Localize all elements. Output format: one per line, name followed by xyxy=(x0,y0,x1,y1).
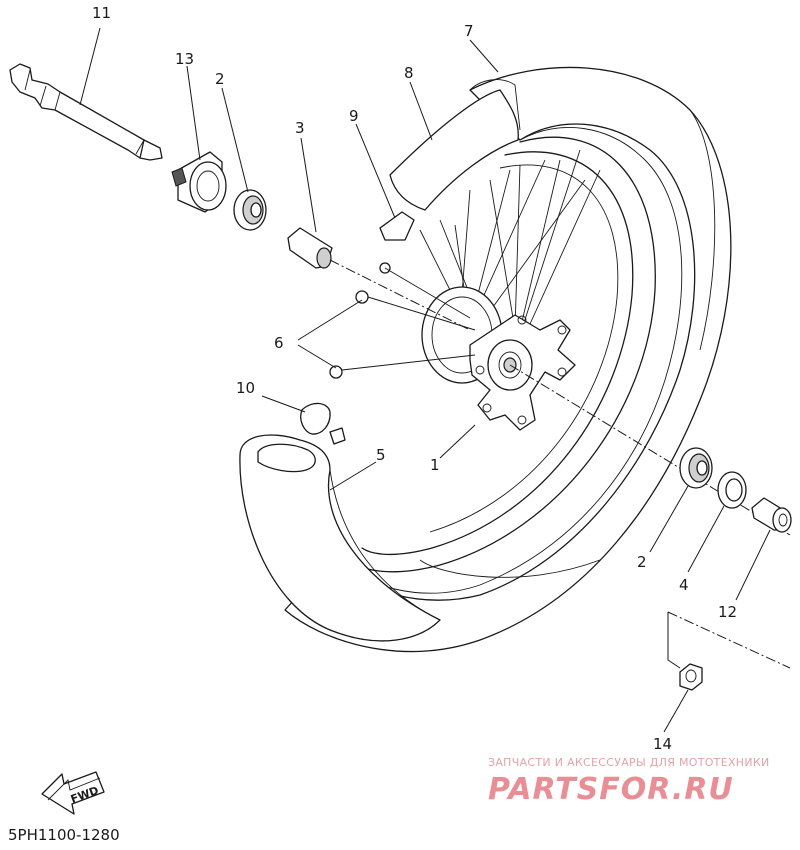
bearing-right xyxy=(679,447,713,489)
callout-11: 11 xyxy=(92,4,111,22)
drawing-code: 5PH1100-1280 xyxy=(8,826,120,844)
callout-6: 6 xyxy=(274,334,284,352)
seal xyxy=(717,471,747,509)
callout-2: 2 xyxy=(215,70,225,88)
leader-lines xyxy=(79,27,771,733)
collar-right xyxy=(751,497,792,533)
callout-1: 1 xyxy=(430,456,440,474)
axle xyxy=(9,63,163,161)
callout-14: 14 xyxy=(653,735,672,753)
callout-4: 4 xyxy=(679,576,689,594)
valve-cap xyxy=(300,402,346,445)
fwd-arrow-icon: FWD xyxy=(41,771,105,815)
collar xyxy=(171,151,227,213)
tube xyxy=(389,79,521,211)
rim-band xyxy=(379,211,415,241)
nut xyxy=(679,663,703,691)
callout-13: 13 xyxy=(175,50,194,68)
rim xyxy=(349,136,656,578)
callout-8: 8 xyxy=(404,64,414,82)
bearing-left xyxy=(233,189,267,231)
callout-7: 7 xyxy=(464,22,474,40)
callout-2-right: 2 xyxy=(637,553,647,571)
callout-12: 12 xyxy=(718,603,737,621)
bolts xyxy=(329,262,476,379)
tire xyxy=(284,66,732,653)
spacer xyxy=(287,227,471,331)
callout-5: 5 xyxy=(376,446,386,464)
tube-section xyxy=(239,434,441,642)
callout-9: 9 xyxy=(349,107,359,125)
watermark-brand: PARTSFOR.RU xyxy=(488,772,734,807)
callout-10: 10 xyxy=(236,379,255,397)
callout-3: 3 xyxy=(295,119,305,137)
watermark-tagline: ЗАПЧАСТИ И АКСЕССУАРЫ ДЛЯ МОТОТЕХНИКИ xyxy=(488,756,770,769)
